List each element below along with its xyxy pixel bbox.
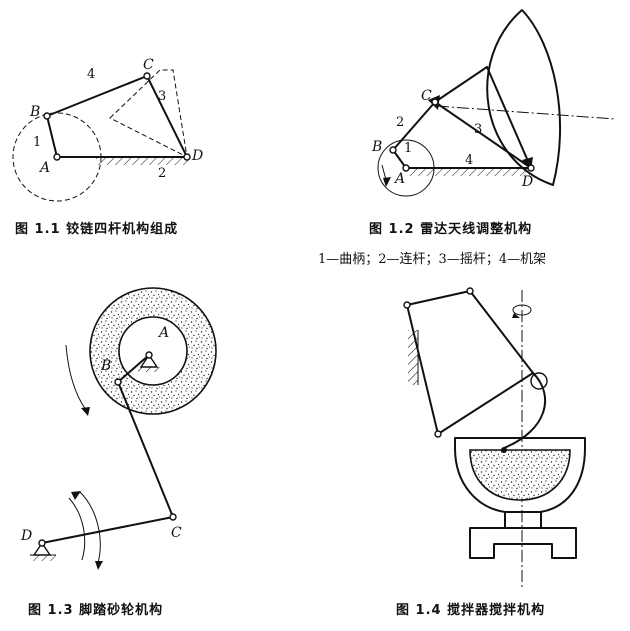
ground-hatch	[406, 168, 531, 176]
stirrer-tip	[501, 447, 507, 453]
bar-number-1: 1	[33, 135, 41, 150]
label-B: B	[371, 139, 382, 155]
joint-B	[43, 112, 51, 120]
rocker-upper-bar	[434, 101, 532, 169]
caption-fig-1-3: 图 1.3 脚踏砂轮机构	[28, 602, 163, 618]
crank-rotation-arrow	[381, 164, 387, 181]
joint-C	[169, 513, 177, 521]
swing-arrowhead-bottom	[95, 561, 103, 570]
joint-D	[38, 539, 46, 547]
label-B: B	[29, 104, 40, 120]
grinding-wheel-annulus	[89, 287, 217, 415]
joint-B	[114, 378, 122, 386]
rocker-to-dish-bar	[486, 66, 532, 169]
connecting-rod	[117, 381, 174, 518]
bar-number-3: 3	[158, 89, 166, 104]
crank-rotation-arrowhead	[383, 177, 391, 187]
stand-base	[469, 527, 577, 559]
fig-1-4-mixer: 图 1.4 搅拌器搅拌机构	[396, 287, 586, 618]
label-C: C	[171, 525, 182, 541]
bar-number-3: 3	[474, 122, 482, 137]
wall-hatch	[408, 330, 418, 385]
rotation-arrowhead-left	[81, 407, 90, 416]
fig-1-3-foot-grinder: A B C D 图 1.3 脚踏砂轮机构	[20, 287, 217, 618]
joint-top-right	[466, 287, 474, 295]
bowl-stem	[504, 511, 542, 529]
linkage-bars	[392, 66, 488, 169]
rocker-swing-dashed-outline	[109, 69, 188, 158]
joint-top-left	[403, 301, 411, 309]
label-D: D	[20, 528, 32, 544]
joint-bottom	[434, 430, 442, 438]
fig-1-2-radar-antenna: A B C D 1 2 3 4 图 1.2 雷达天线调整机构 1—曲柄；2—连杆…	[318, 9, 616, 267]
bowl-contents	[469, 449, 571, 501]
antenna-axis-centerline	[436, 105, 616, 120]
legend-fig-1-2: 1—曲柄；2—连杆；3—摇杆；4—机架	[318, 251, 546, 267]
pivot-D-hatch	[30, 555, 56, 561]
bar-number-2: 2	[396, 115, 404, 130]
ground-hatch	[96, 157, 188, 165]
joint-A	[402, 164, 410, 172]
joint-C	[431, 98, 439, 106]
joint-C	[143, 72, 151, 80]
joint-B	[389, 146, 397, 154]
swing-arc-inner	[68, 497, 86, 561]
rotation-indicator	[512, 304, 532, 316]
joint-A	[53, 153, 61, 161]
joint-D	[527, 164, 535, 172]
label-C: C	[421, 88, 432, 104]
swing-arc-outer	[79, 491, 101, 564]
pivot-A-hatch	[138, 367, 160, 372]
joint-D	[183, 153, 191, 161]
antenna-dish	[486, 9, 562, 186]
label-D: D	[521, 174, 533, 190]
caption-fig-1-4: 图 1.4 搅拌器搅拌机构	[396, 602, 545, 618]
stirring-arm	[503, 372, 547, 449]
rotation-arrow-left	[65, 344, 87, 411]
label-B: B	[100, 358, 111, 374]
foot-pedal-bar	[41, 516, 174, 544]
label-C: C	[143, 57, 154, 73]
caption-fig-1-2: 图 1.2 雷达天线调整机构	[369, 221, 532, 237]
crank-bar	[117, 354, 150, 383]
fig-1-1-four-bar-linkage: A B C D 1 2 3 4 图 1.1 铰链四杆机构组成	[12, 57, 203, 237]
rotation-indicator-arrowhead	[512, 313, 520, 318]
label-A: A	[393, 171, 405, 187]
swing-arrowhead-top	[71, 491, 81, 500]
bar-number-2: 2	[158, 166, 166, 181]
bar-number-1: 1	[404, 141, 412, 156]
bar-number-4: 4	[465, 153, 473, 168]
joint-A	[145, 351, 153, 359]
label-A: A	[157, 325, 169, 341]
caption-fig-1-1: 图 1.1 铰链四杆机构组成	[15, 221, 178, 237]
label-D: D	[191, 148, 203, 164]
bar-number-4: 4	[87, 67, 95, 82]
label-A: A	[38, 160, 50, 176]
